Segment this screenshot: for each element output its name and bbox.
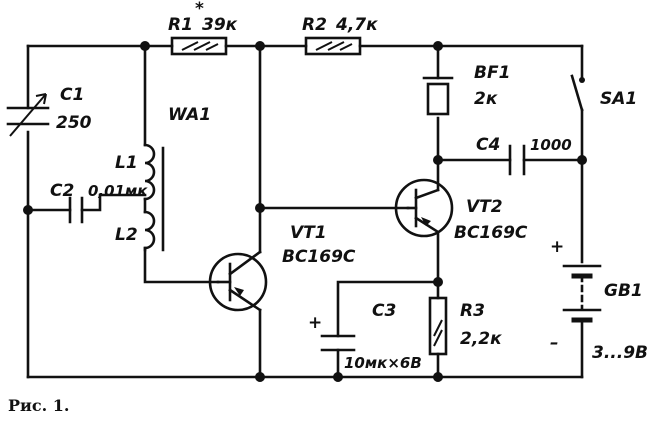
resistor-r3: R3 2,2к [428,296,502,356]
figure-caption: Рис. 1. [8,396,70,415]
resistor-r2: R2 4,7к [302,15,378,56]
vt1-ref: VT1 [290,223,327,243]
gb1-value: 3...9В [592,343,648,363]
r1-mark: * [195,0,204,19]
c2-ref: C2 [50,181,74,201]
r2-ref: R2 [302,15,327,35]
switch-sa1: SA1 [570,74,637,112]
capacitor-c1: C1 250 [6,85,92,137]
l2-ref: L2 [115,225,138,245]
resistor-r1: R1 * 39к [168,0,238,56]
c1-ref: C1 [60,85,84,105]
r1-ref: R1 [168,15,193,35]
c3-polarity: + [308,313,322,333]
gb1-minus: – [550,333,559,353]
bf1-ref: BF1 [474,63,510,83]
coil-wa1: WA1 L1 L2 [115,105,211,252]
r3-value: 2,2к [460,329,502,349]
bf1-value: 2к [474,89,498,109]
c4-ref: C4 [476,135,500,155]
vt2-type: ВС169С [454,223,528,243]
gb1-plus: + [550,237,564,257]
l1-ref: L1 [115,153,138,173]
r2-value: 4,7к [335,15,378,35]
capacitor-c2: C2 0,01мк [50,181,148,224]
c2-value: 0,01мк [88,182,148,200]
c3-value: 10мк×6В [344,354,422,372]
gb1-ref: GB1 [604,281,643,301]
capacitor-c4: C4 1000 [476,135,572,176]
transistor-vt2: VT2 ВС169С [394,178,528,243]
junctions [23,41,587,382]
capacitor-c3: + C3 10мк×6В [308,301,422,372]
battery-gb1: + – GB1 3...9В [550,237,648,363]
transistor-vt1: VT1 ВС169С [208,223,356,312]
wa1-ref: WA1 [168,105,211,125]
c1-value: 250 [56,113,92,133]
r3-ref: R3 [460,301,485,321]
wires [26,44,584,379]
sa1-ref: SA1 [600,89,637,109]
vt2-ref: VT2 [466,197,503,217]
earphone-bf1: BF1 2к [422,63,510,116]
vt1-type: ВС169С [282,247,356,267]
c3-ref: C3 [372,301,396,321]
c4-value: 1000 [530,136,572,154]
r1-value: 39к [202,15,238,35]
